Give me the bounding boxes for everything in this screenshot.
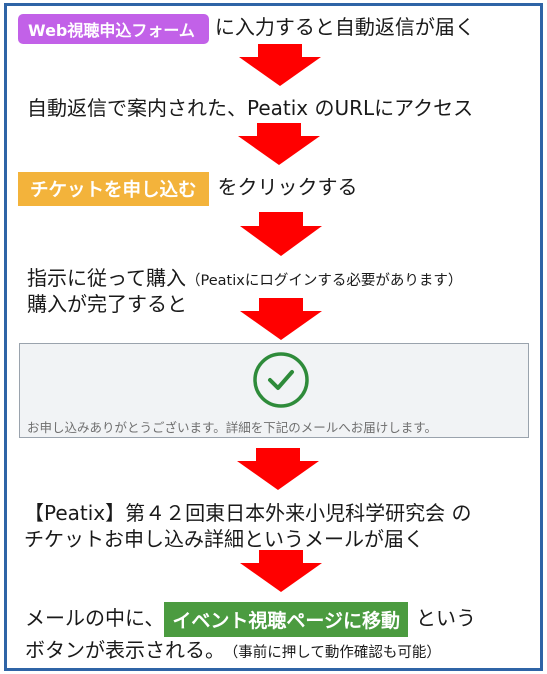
step-1-text: に入力すると自動返信が届く: [214, 15, 475, 39]
purchase-confirmation-panel: お申し込みありがとうございます。詳細を下記のメールへお届けします。: [19, 343, 529, 438]
step-5-line-2: チケットお申し込み詳細というメールが届く: [24, 523, 424, 552]
down-arrow-5: [237, 448, 319, 490]
apply-ticket-button[interactable]: チケットを申し込む: [18, 171, 209, 206]
step-6-line-1: メールの中に、イベント視聴ページに移動という: [25, 602, 476, 637]
step-6-prefix: メールの中に、: [25, 606, 165, 630]
step-3-text: をクリックする: [217, 175, 358, 199]
diagram-frame: [4, 3, 543, 671]
down-arrow-3: [240, 212, 322, 256]
confirmation-message: お申し込みありがとうございます。詳細を下記のメールへお届けします。: [27, 420, 438, 435]
step-2-text: 自動返信で案内された、Peatix のURLにアクセス: [27, 96, 474, 120]
down-arrow-1: [239, 44, 321, 86]
web-form-button[interactable]: Web視聴申込フォーム: [18, 13, 209, 44]
down-arrow-4: [240, 298, 322, 340]
test-note: （事前に押して動作確認も可能）: [231, 645, 441, 661]
step-6-suffix: という: [416, 606, 477, 630]
email-arrives-text: チケットお申し込み詳細というメールが届く: [24, 527, 424, 551]
step-2: 自動返信で案内された、Peatix のURLにアクセス: [27, 92, 473, 121]
step-4-line-2: 購入が完了すると: [27, 288, 187, 317]
login-note: （Peatixにログインする必要があります）: [186, 273, 463, 289]
email-subject-text: 【Peatix】第４２回東日本外来小児科学研究会 の: [24, 501, 472, 525]
step-3: チケットを申し込むをクリックする: [18, 171, 358, 206]
step-5-line-1: 【Peatix】第４２回東日本外来小児科学研究会 の: [24, 497, 472, 526]
event-page-button[interactable]: イベント視聴ページに移動: [164, 602, 409, 637]
step-4-text: 指示に従って購入: [27, 266, 186, 290]
check-circle-icon: [253, 352, 309, 408]
step-4-line-1: 指示に従って購入（Peatixにログインする必要があります）: [27, 262, 462, 291]
purchase-complete-text: 購入が完了すると: [27, 292, 187, 316]
button-shown-text: ボタンが表示される。: [25, 638, 225, 662]
down-arrow-6: [240, 550, 322, 592]
step-1: Web視聴申込フォームに入力すると自動返信が届く: [18, 11, 475, 44]
down-arrow-2: [238, 123, 320, 165]
step-6-line-2: ボタンが表示される。 （事前に押して動作確認も可能）: [25, 634, 441, 663]
